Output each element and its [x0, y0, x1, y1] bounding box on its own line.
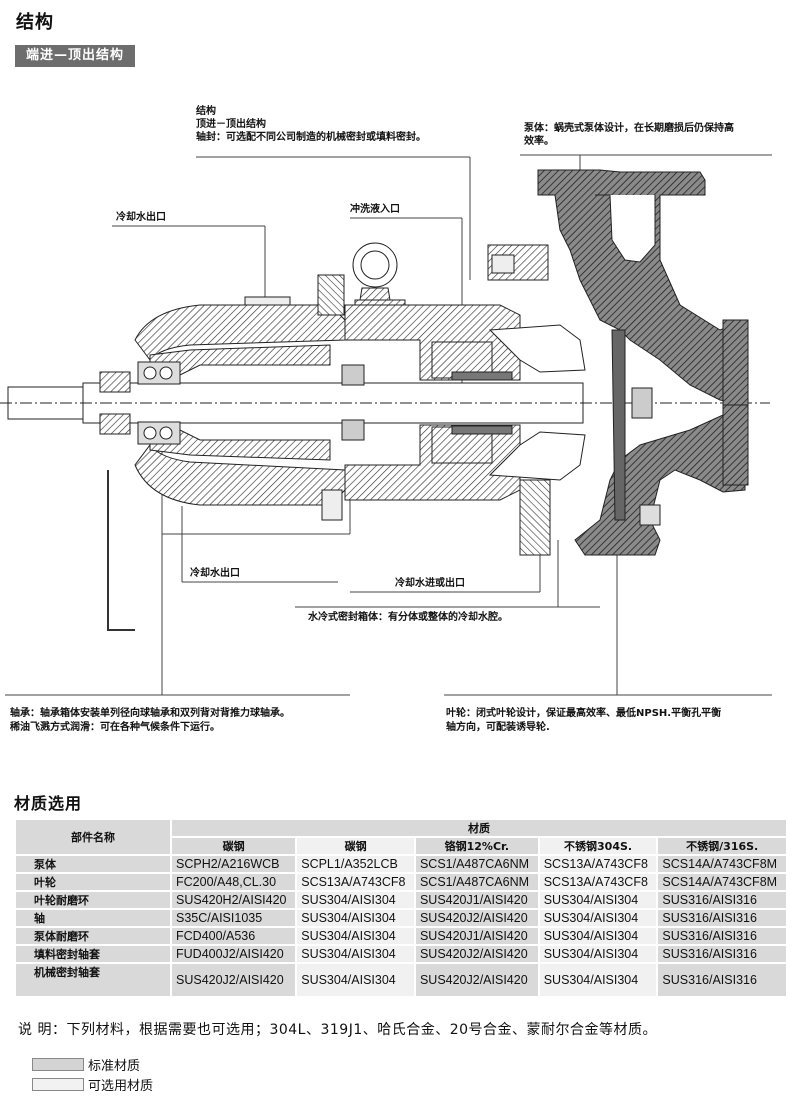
column-header-0: 碳钢: [172, 838, 296, 854]
structure-note: 结构 顶进－顶出结构 轴封：可选配不同公司制造的机械密封或填料密封。: [196, 105, 516, 144]
legend-optional: 可选用材质: [32, 1075, 153, 1094]
bearing-housing: [99, 274, 365, 631]
material-cell: SUS304/AISI304: [539, 964, 657, 996]
material-cell: SCPH2/A216WCB: [172, 856, 296, 872]
material-cell: SCS13A/A743CF8: [539, 874, 657, 890]
material-cell: FC200/A48,CL.30: [172, 874, 296, 890]
cooling-water-outlet-label-top: 冷却水出口: [116, 212, 166, 223]
part-name-cell: 机械密封轴套: [16, 964, 170, 996]
shaft: [0, 382, 770, 424]
material-cell: S35C/AISI1035: [172, 910, 296, 926]
material-cell: SUS304/AISI304: [297, 910, 414, 926]
header-part-name: 部件名称: [16, 820, 170, 854]
legend-standard: 标准材质: [32, 1055, 140, 1074]
material-cell: SUS316/AISI316: [658, 946, 786, 962]
material-cell: SCS1/A487CA6NM: [415, 874, 538, 890]
seal-box-note: 水冷式密封箱体：有分体或整体的冷却水腔。: [308, 612, 508, 623]
material-cell: SCS1/A487CA6NM: [415, 856, 538, 872]
material-cell: SUS420J1/AISI420: [415, 928, 538, 944]
column-header-row: 碳钢碳钢铬钢12%Cr.不锈钢304S.不锈钢/316S.: [16, 838, 786, 854]
pump-casing: [537, 169, 749, 556]
material-cell: FCD400/A536: [172, 928, 296, 944]
material-cell: SUS316/AISI316: [658, 928, 786, 944]
material-cell: SUS420J2/AISI420: [415, 910, 538, 926]
material-cell: SCS13A/A743CF8: [539, 856, 657, 872]
part-name-cell: 轴: [16, 910, 170, 926]
material-cell: SUS420J2/AISI420: [172, 964, 296, 996]
column-header-2: 铬钢12%Cr.: [415, 838, 538, 854]
bearing-note: 轴承：轴承箱体安装单列径向球轴承和双列背对背推力球轴承。 稀油飞溅方式润滑：可在…: [10, 707, 290, 735]
material-cell: SCS13A/A743CF8: [297, 874, 414, 890]
part-name-cell: 叶轮耐磨环: [16, 892, 170, 908]
impeller-note-line2: 轴方向，可配装诱导轮.: [446, 722, 550, 733]
legend-swatch-standard: [32, 1058, 84, 1071]
material-cell: SUS304/AISI304: [297, 964, 414, 996]
pump-body-note: 泵体：蜗壳式泵体设计，在长期磨损后仍保持高 效率。: [524, 122, 794, 148]
material-cell: SUS316/AISI316: [658, 892, 786, 908]
material-cell: SUS304/AISI304: [297, 928, 414, 944]
legend-optional-label: 可选用材质: [88, 1079, 154, 1094]
material-cell: SUS316/AISI316: [658, 964, 786, 996]
material-cell: SUS420J2/AISI420: [415, 946, 538, 962]
material-cell: SUS420J2/AISI420: [415, 964, 538, 996]
bearing-note-line2: 稀油飞溅方式润滑：可在各种气候条件下运行。: [10, 722, 220, 733]
material-cell: SUS304/AISI304: [297, 946, 414, 962]
pump-body-note-line1: 泵体：蜗壳式泵体设计，在长期磨损后仍保持高: [524, 123, 734, 134]
material-cell: SUS420J1/AISI420: [415, 892, 538, 908]
subsection-tag: 端进—顶出结构: [15, 45, 135, 67]
part-name-cell: 泵体: [16, 856, 170, 872]
impeller-note: 叶轮：闭式叶轮设计，保证最高效率、最低NPSH.平衡孔平衡 轴方向，可配装诱导轮…: [446, 707, 721, 735]
shaft-seal-note: 轴封：可选配不同公司制造的机械密封或填料密封。: [196, 132, 426, 143]
part-name-cell: 泵体耐磨环: [16, 928, 170, 944]
column-header-1: 碳钢: [297, 838, 414, 854]
pump-cross-section-diagram: 结构 顶进－顶出结构 轴封：可选配不同公司制造的机械密封或填料密封。 泵体：蜗壳…: [0, 105, 794, 696]
explanation-note: 说 明：下列材料，根据需要也可选用；304L、319J1、哈氏合金、20号合金、…: [18, 1022, 658, 1038]
structure-note-line1: 结构: [196, 106, 216, 117]
part-name-cell: 叶轮: [16, 874, 170, 890]
material-cell: SUS304/AISI304: [297, 892, 414, 908]
bearing-note-line1: 轴承：轴承箱体安装单列径向球轴承和双列背对背推力球轴承。: [10, 708, 290, 719]
part-name-cell: 填料密封轴套: [16, 946, 170, 962]
material-cell: SCS14A/A743CF8M: [658, 856, 786, 872]
seal-chamber: [344, 244, 586, 556]
materials-table: 部件名称 材质 碳钢碳钢铬钢12%Cr.不锈钢304S.不锈钢/316S. 泵体…: [14, 818, 788, 998]
section-title: 结构: [16, 12, 54, 33]
material-cell: SUS304/AISI304: [539, 910, 657, 926]
cooling-water-outlet-label-bottom: 冷却水出口: [190, 568, 240, 579]
legend-standard-label: 标准材质: [88, 1059, 141, 1074]
material-cell: SUS420H2/AISI420: [172, 892, 296, 908]
material-cell: SCPL1/A352LCB: [297, 856, 414, 872]
flush-inlet-label: 冲洗液入口: [350, 204, 400, 215]
material-cell: SUS316/AISI316: [658, 910, 786, 926]
column-header-3: 不锈钢304S.: [539, 838, 657, 854]
column-header-4: 不锈钢/316S.: [658, 838, 786, 854]
material-cell: SCS14A/A743CF8M: [658, 874, 786, 890]
header-material: 材质: [172, 820, 786, 836]
pump-body-note-line2: 效率。: [524, 136, 554, 147]
material-cell: SUS304/AISI304: [539, 946, 657, 962]
material-cell: FUD400J2/AISI420: [172, 946, 296, 962]
material-cell: SUS304/AISI304: [539, 928, 657, 944]
legend-swatch-optional: [32, 1078, 84, 1091]
cooling-water-in-or-out-label: 冷却水进或出口: [395, 578, 465, 589]
material-cell: SUS304/AISI304: [539, 892, 657, 908]
leader-lines: [5, 154, 772, 696]
impeller-note-line1: 叶轮：闭式叶轮设计，保证最高效率、最低NPSH.平衡孔平衡: [446, 708, 722, 719]
materials-title: 材质选用: [14, 794, 83, 813]
structure-note-line2: 顶进－顶出结构: [196, 119, 266, 130]
